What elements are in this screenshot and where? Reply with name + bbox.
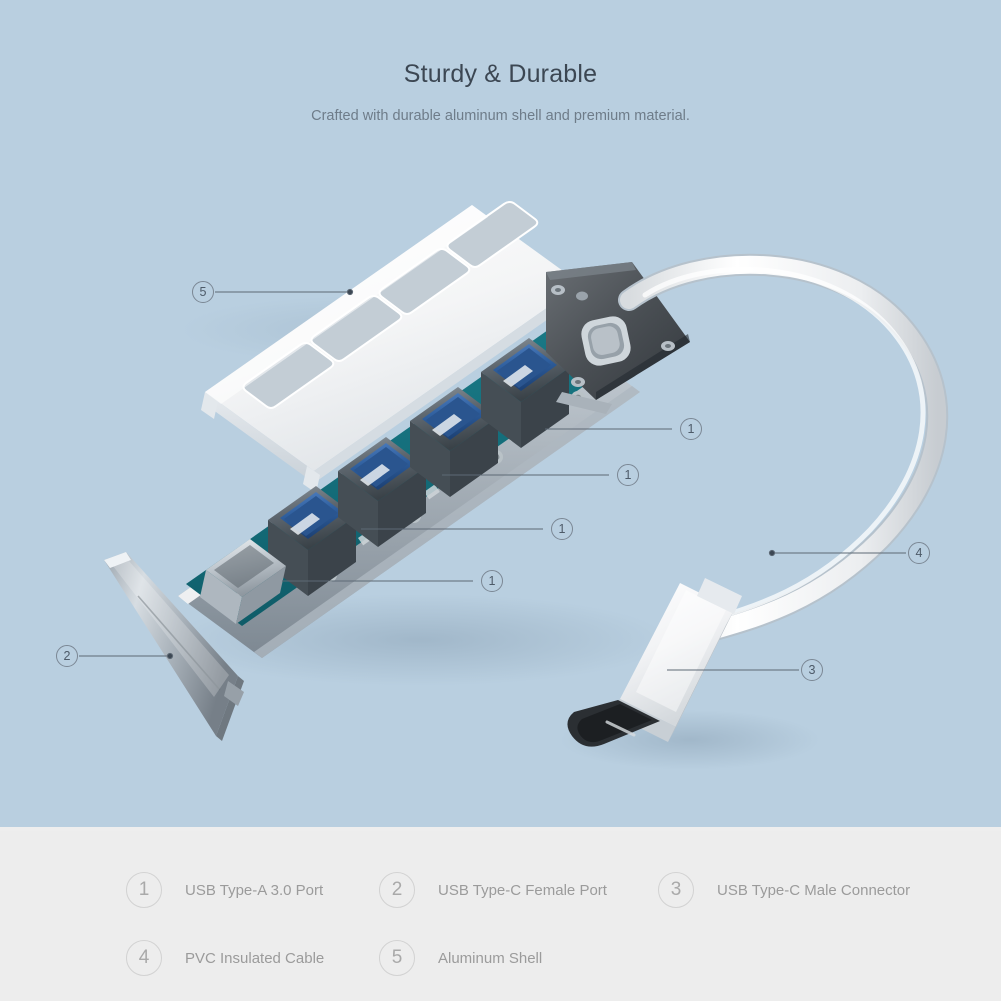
legend-item-3: 3 USB Type-C Male Connector (658, 861, 910, 919)
usb-c-male-connector (567, 578, 742, 747)
legend-number-3: 3 (658, 872, 694, 908)
legend-number-2: 2 (379, 872, 415, 908)
legend-panel: 1 USB Type-A 3.0 Port 2 USB Type-C Femal… (0, 831, 1001, 1001)
page-title: Sturdy & Durable (403, 60, 598, 88)
callout-marker-1d: 1 (481, 570, 503, 592)
legend-item-1: 1 USB Type-A 3.0 Port (126, 861, 323, 919)
legend-label-5: Aluminum Shell (438, 949, 543, 967)
legend-number-5: 5 (379, 940, 415, 976)
legend-label-3: USB Type-C Male Connector (717, 881, 911, 899)
callout-marker-1a: 1 (680, 418, 702, 440)
usb-c-female-port (200, 539, 286, 624)
pvc-cable-part (618, 253, 949, 645)
legend-row: 4 PVC Insulated Cable 5 Aluminum Shell (0, 929, 1001, 987)
usb-a-port (481, 338, 569, 448)
callout-marker-5: 5 (192, 281, 214, 303)
end-cap-part (104, 552, 244, 741)
usb-a-port (268, 486, 356, 596)
legend-label-4: PVC Insulated Cable (185, 949, 325, 967)
legend-row: 1 USB Type-A 3.0 Port 2 USB Type-C Femal… (0, 861, 1001, 919)
usb-a-port (410, 387, 498, 497)
callout-marker-2: 2 (56, 645, 78, 667)
legend-number-4: 4 (126, 940, 162, 976)
hub-body-part (178, 330, 640, 658)
legend-item-5: 5 Aluminum Shell (379, 929, 542, 987)
page-subtitle: Crafted with durable aluminum shell and … (311, 108, 690, 124)
legend-label-1: USB Type-A 3.0 Port (185, 881, 324, 899)
callout-marker-3: 3 (801, 659, 823, 681)
legend-item-4: 4 PVC Insulated Cable (126, 929, 324, 987)
cable-strain-relief (581, 316, 631, 366)
legend-number-1: 1 (126, 872, 162, 908)
callout-marker-1c: 1 (551, 518, 573, 540)
usb-a-port (338, 437, 426, 547)
callout-marker-4: 4 (908, 542, 930, 564)
product-illustration (104, 201, 949, 770)
legend-label-2: USB Type-C Female Port (438, 881, 607, 899)
legend-item-2: 2 USB Type-C Female Port (379, 861, 607, 919)
aluminum-shell-part (201, 201, 581, 493)
callout-marker-1b: 1 (617, 464, 639, 486)
hero-section: Sturdy & Durable Crafted with durable al… (0, 0, 1001, 827)
